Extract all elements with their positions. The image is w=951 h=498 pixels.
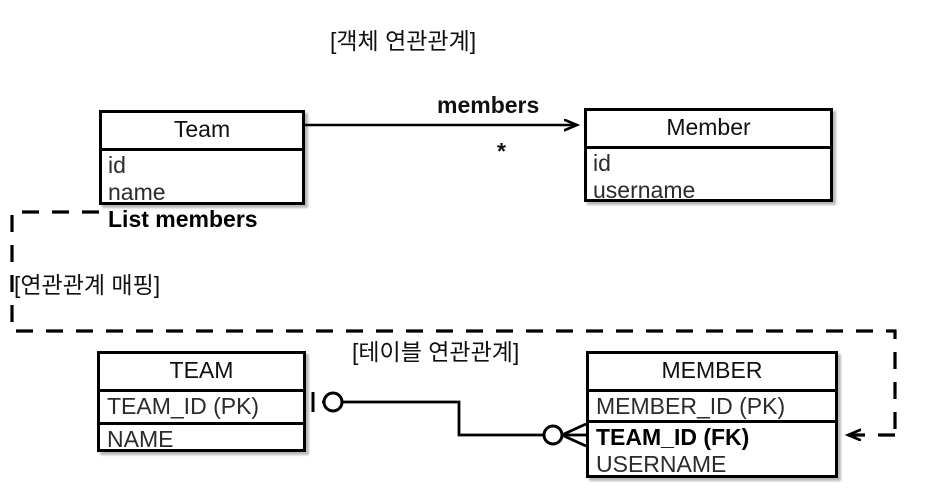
class-attribute-members: List members: [108, 206, 258, 233]
class-attribute: name: [108, 179, 166, 206]
object-section-title: [객체 연관관계]: [330, 28, 477, 54]
table-box-member[interactable]: MEMBER MEMBER_ID (PK) TEAM_ID (FK) USERN…: [586, 351, 838, 478]
mapping-dashed-connector: [10, 210, 897, 435]
association-multiplicity-label: *: [497, 138, 506, 164]
mapping-label: [연관관계 매핑]: [14, 272, 161, 298]
table-title-team: TEAM: [100, 354, 303, 392]
class-attribute: username: [593, 177, 696, 204]
table-row: NAME: [100, 425, 303, 456]
table-row: TEAM_ID (FK) USERNAME: [589, 423, 835, 482]
class-attributes-team: id name List members: [102, 151, 302, 235]
table-column-team-id-fk: TEAM_ID (FK): [596, 424, 750, 450]
class-title-team: Team: [102, 113, 302, 151]
er-relationship-connector: [311, 391, 587, 448]
class-attribute: id: [108, 152, 126, 178]
table-column-username: USERNAME: [596, 451, 727, 478]
er-optional-circle-team: [322, 391, 344, 413]
class-box-team[interactable]: Team id name List members: [99, 110, 305, 232]
association-name-label: members: [437, 92, 540, 118]
table-box-team[interactable]: TEAM TEAM_ID (PK) NAME: [97, 351, 306, 452]
table-row: MEMBER_ID (PK): [589, 392, 835, 423]
er-optional-circle-member: [542, 424, 564, 446]
table-row: TEAM_ID (PK): [100, 392, 303, 425]
table-column-member-id: MEMBER_ID (PK): [596, 393, 786, 419]
er-crowsfoot: [563, 422, 587, 448]
table-title-member: MEMBER: [589, 354, 835, 392]
class-box-member[interactable]: Member id username: [584, 108, 833, 203]
table-column-team-id: TEAM_ID (PK): [107, 393, 260, 419]
table-column-name: NAME: [107, 426, 174, 452]
class-title-member: Member: [587, 111, 830, 149]
table-section-title: [테이블 연관관계]: [352, 339, 520, 365]
class-attributes-member: id username: [587, 149, 830, 206]
class-attribute: id: [593, 150, 611, 176]
